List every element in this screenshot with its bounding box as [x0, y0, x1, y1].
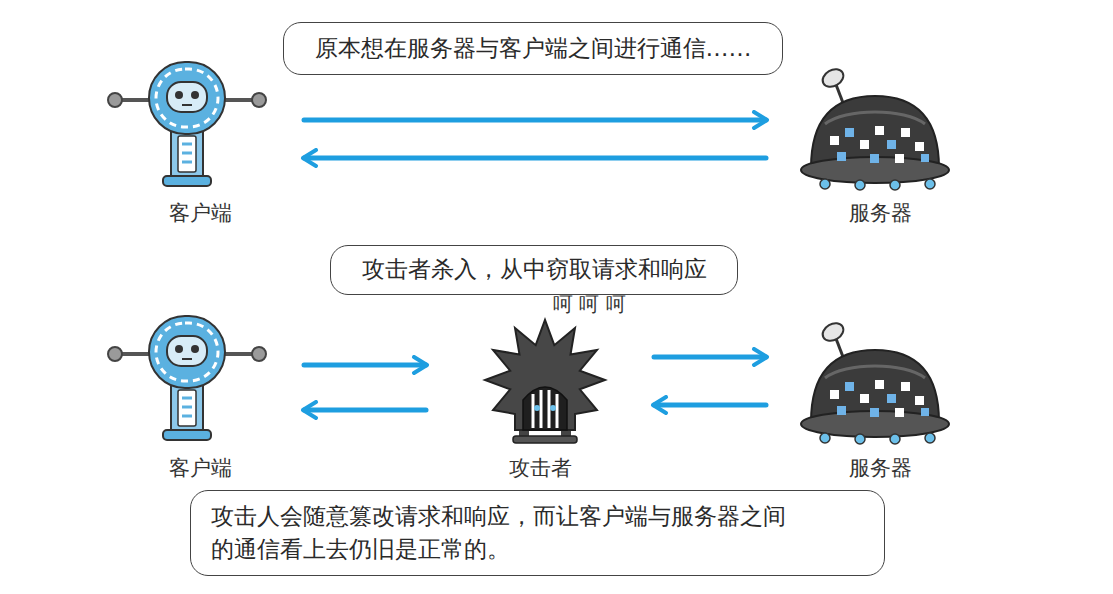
mask-bar	[540, 390, 543, 428]
laugh-label: 呵 呵 呵	[553, 292, 626, 316]
message-arrow	[654, 355, 766, 360]
message-arrow	[304, 118, 766, 123]
mask-bar	[548, 390, 551, 428]
message-arrow	[304, 408, 426, 413]
message-arrow	[654, 403, 766, 408]
figure-label: 服务器	[849, 200, 912, 226]
attacker-spikes	[485, 320, 605, 430]
server-figure	[801, 66, 949, 190]
figure-node: 客户端	[100, 60, 300, 226]
message-arrow	[304, 156, 766, 161]
speech-callout: 原本想在服务器与客户端之间进行通信……	[283, 22, 783, 75]
mask-bar	[532, 394, 535, 428]
speech-callout: 攻击者杀入，从中窃取请求和响应	[330, 245, 738, 295]
figure-node: 攻击者	[430, 315, 650, 481]
client-figure	[108, 316, 266, 440]
figure-label: 客户端	[169, 200, 232, 226]
attacker-feet	[513, 436, 577, 443]
speech-callout: 攻击人会随意篡改请求和响应，而让客户端与服务器之间的通信看上去仍旧是正常的。	[190, 490, 885, 576]
server-figure	[801, 320, 949, 444]
callout-text: 攻击者杀入，从中窃取请求和响应	[362, 253, 707, 286]
mask-bar	[556, 394, 559, 428]
client-figure	[108, 62, 266, 186]
attacker-mask	[523, 387, 567, 430]
figure-label: 攻击者	[509, 455, 572, 481]
figure-node: 服务器	[770, 60, 990, 226]
attacker-eye	[534, 405, 540, 411]
figure-node: 服务器	[770, 315, 990, 481]
figure-node: 客户端	[100, 315, 300, 481]
figure-label: 服务器	[849, 455, 912, 481]
message-arrow	[304, 363, 426, 368]
callout-text: 攻击人会随意篡改请求和响应，而让客户端与服务器之间的通信看上去仍旧是正常的。	[211, 500, 795, 567]
callout-text: 原本想在服务器与客户端之间进行通信……	[315, 32, 752, 65]
figure-label: 客户端	[169, 455, 232, 481]
attacker-figure	[485, 320, 605, 443]
attacker-eye	[550, 405, 556, 411]
